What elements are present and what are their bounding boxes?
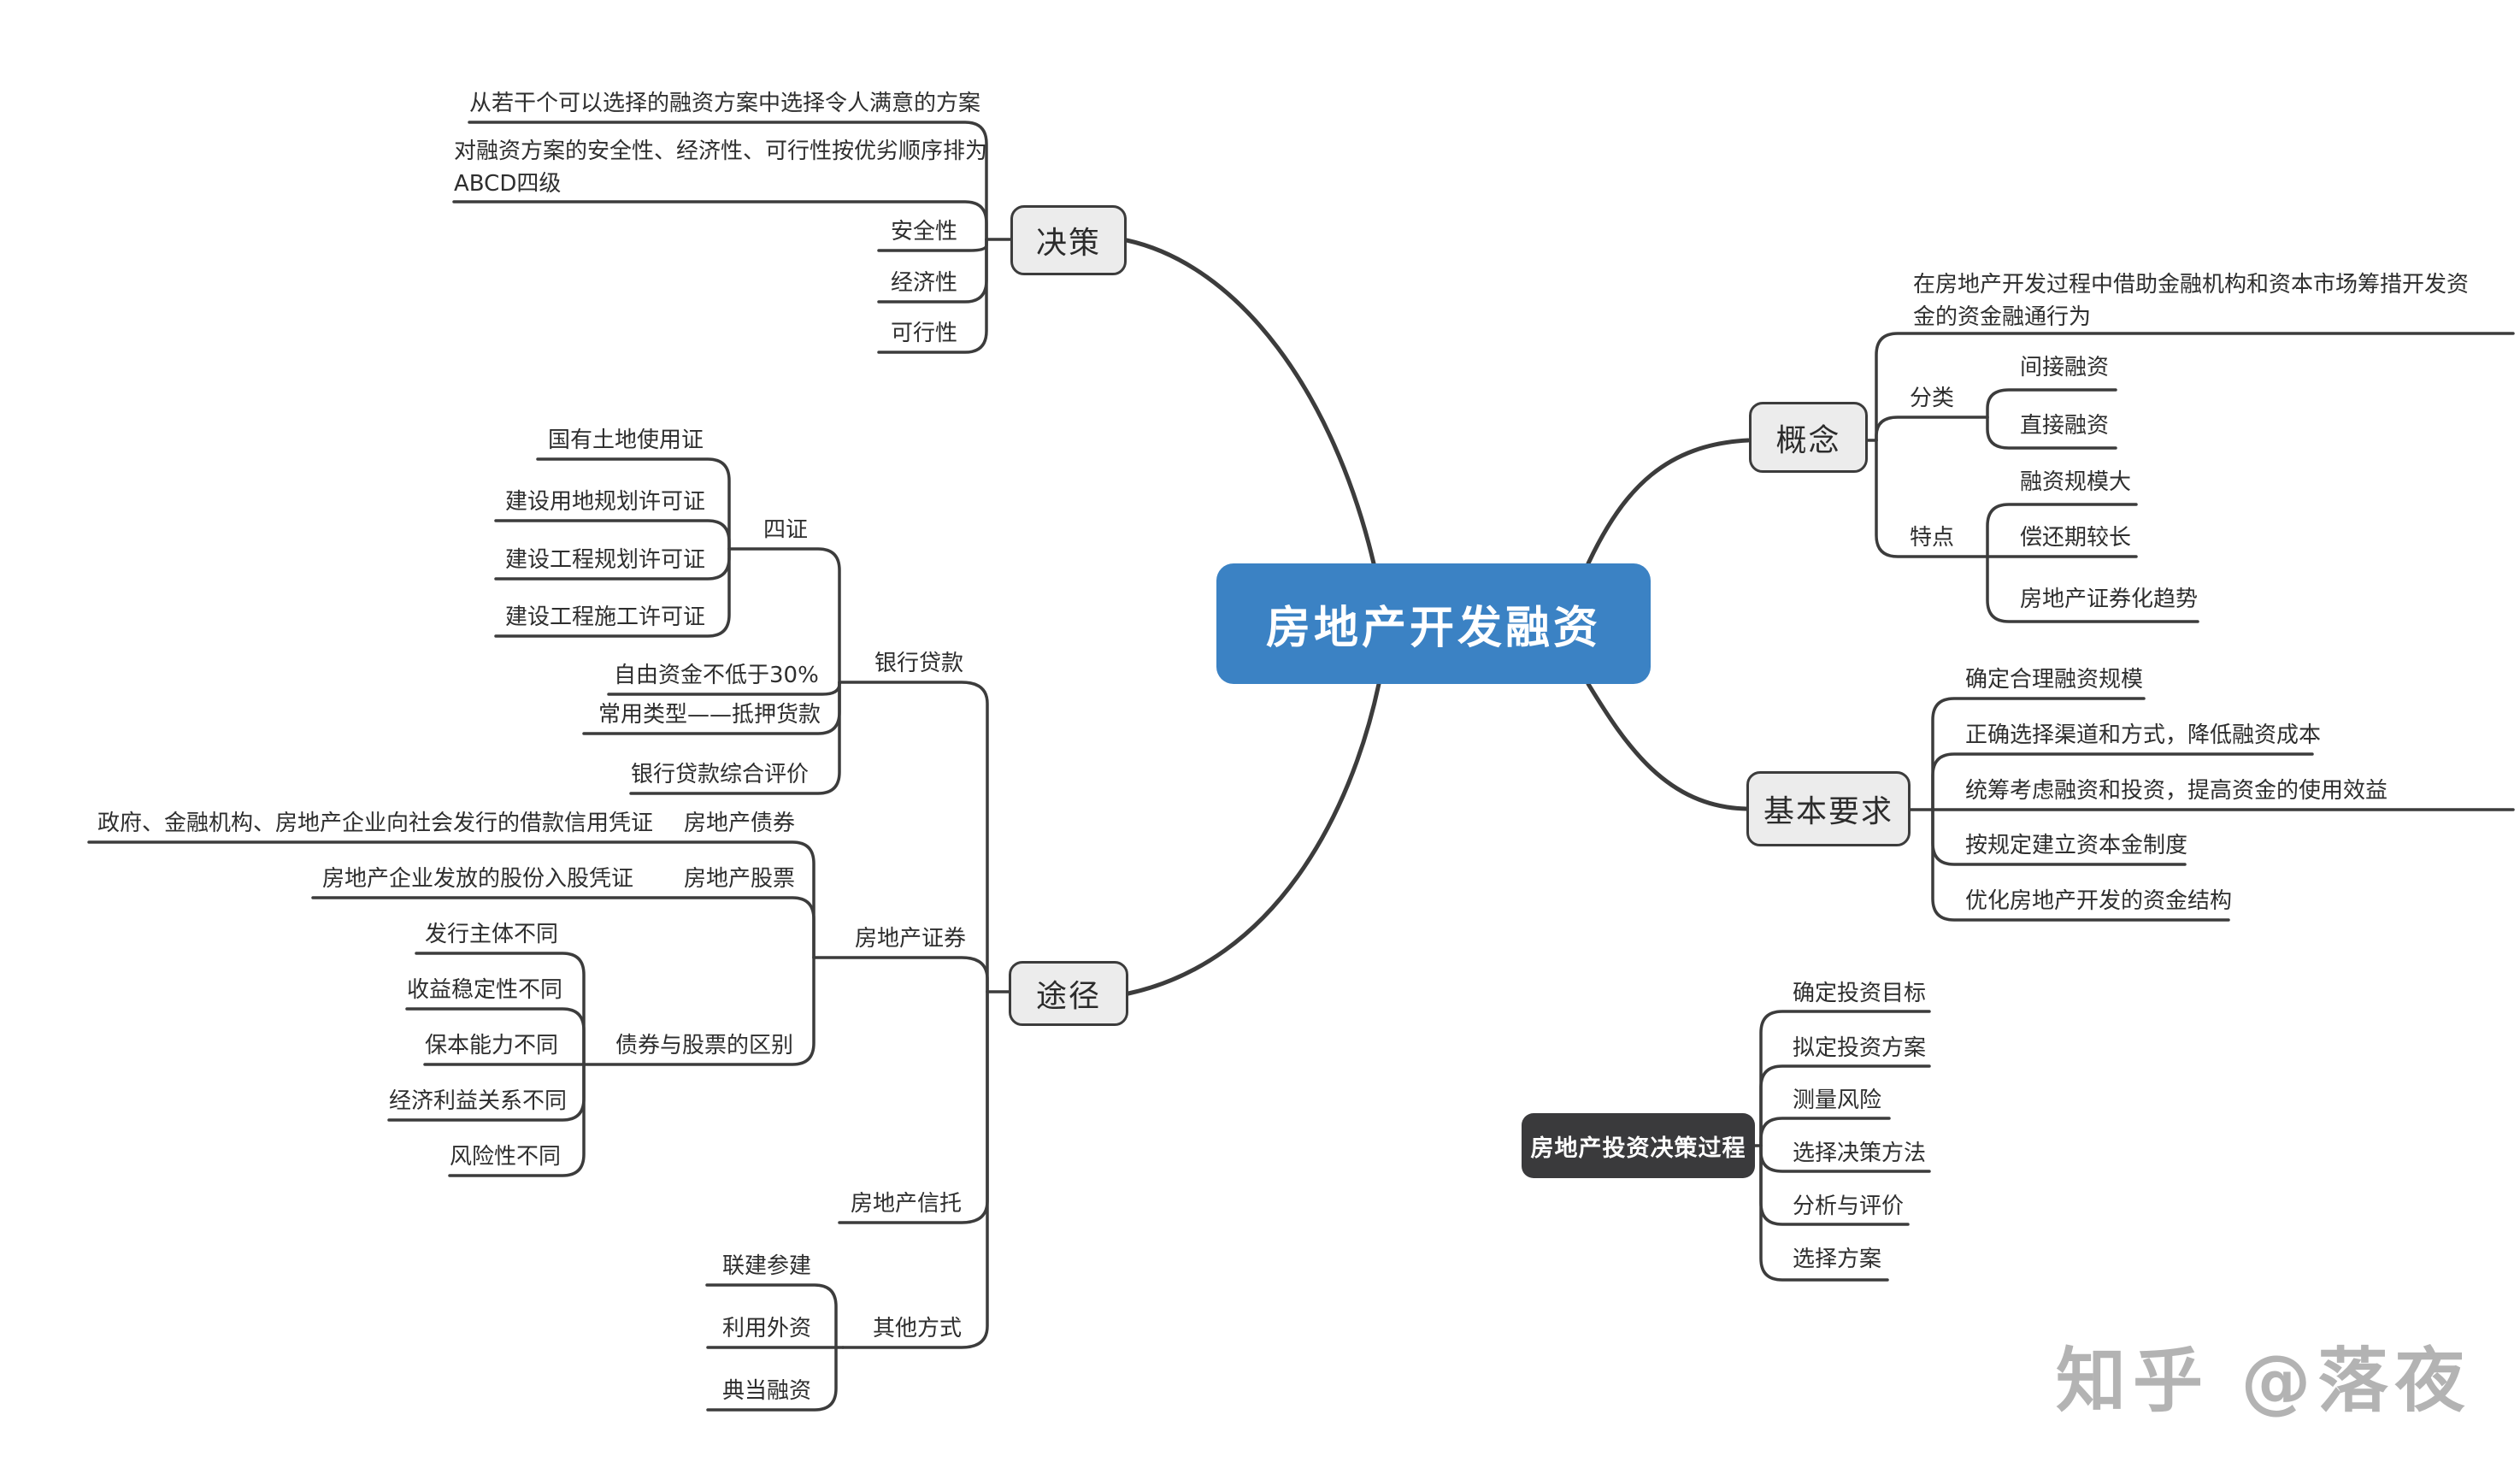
central-topic-node[interactable]: 房地产开发融资 [1216, 563, 1651, 684]
topic-stock-note[interactable]: 房地产企业发放的股份入股凭证 [322, 866, 634, 892]
topic-real-estate-bond[interactable]: 房地产债券 [684, 811, 796, 836]
topic-indirect-financing[interactable]: 间接融资 [2020, 355, 2110, 380]
topic-process-step-1[interactable]: 确定投资目标 [1793, 981, 1927, 1006]
topic-features[interactable]: 特点 [1910, 525, 1955, 551]
topic-real-estate-securities[interactable]: 房地产证券 [855, 926, 967, 952]
topic-own-funds-30pct[interactable]: 自由资金不低于30% [614, 663, 819, 688]
topic-requirement-3[interactable]: 统筹考虑融资和投资，提高资金的使用效益 [1965, 778, 2388, 804]
topic-difference-capital-protection[interactable]: 保本能力不同 [425, 1033, 559, 1058]
topic-certificate-project-planning[interactable]: 建设工程规划许可证 [505, 547, 706, 573]
topic-process-step-5[interactable]: 分析与评价 [1793, 1194, 1905, 1219]
topic-requirement-2[interactable]: 正确选择渠道和方式，降低融资成本 [1965, 722, 2322, 748]
topic-certificate-construction[interactable]: 建设工程施工许可证 [505, 604, 706, 630]
topic-foreign-capital[interactable]: 利用外资 [722, 1316, 812, 1341]
topic-process-step-6[interactable]: 选择方案 [1793, 1247, 1882, 1272]
topic-decision-note-rank-line2[interactable]: ABCD四级 [454, 171, 562, 197]
topic-classification[interactable]: 分类 [1910, 386, 1955, 411]
topic-real-estate-trust[interactable]: 房地产信托 [851, 1191, 963, 1217]
topic-other-methods[interactable]: 其他方式 [873, 1316, 963, 1341]
topic-decision-note-rank-line1[interactable]: 对融资方案的安全性、经济性、可行性按优劣顺序排为 [454, 139, 988, 164]
topic-concept-definition-line2[interactable]: 金的资金融通行为 [1913, 304, 2092, 330]
topic-requirement-1[interactable]: 确定合理融资规模 [1965, 667, 2144, 693]
topic-requirement-5[interactable]: 优化房地产开发的资金结构 [1965, 888, 2233, 914]
topic-process-step-2[interactable]: 拟定投资方案 [1793, 1035, 1927, 1061]
topic-certificate-land-planning[interactable]: 建设用地规划许可证 [505, 489, 706, 515]
topic-bond-stock-differences[interactable]: 债券与股票的区别 [615, 1033, 794, 1058]
topic-concept-definition-line1[interactable]: 在房地产开发过程中借助金融机构和资本市场筹措开发资 [1913, 272, 2470, 298]
topic-requirement-4[interactable]: 按规定建立资本金制度 [1965, 833, 2188, 858]
topic-difference-issuer[interactable]: 发行主体不同 [425, 922, 559, 947]
topic-process-step-4[interactable]: 选择决策方法 [1793, 1141, 1927, 1166]
topic-bank-loan[interactable]: 银行贷款 [874, 651, 964, 676]
topic-feature-repayment[interactable]: 偿还期较长 [2020, 525, 2132, 551]
branch-node-approaches[interactable]: 途径 [1009, 961, 1128, 1026]
topic-certificate-land-use[interactable]: 国有土地使用证 [548, 427, 704, 453]
topic-four-certificates[interactable]: 四证 [763, 517, 809, 543]
topic-criterion-safety[interactable]: 安全性 [891, 219, 958, 245]
branch-node-investment-process[interactable]: 房地产投资决策过程 [1522, 1113, 1755, 1178]
topic-process-step-3[interactable]: 测量风险 [1793, 1088, 1882, 1113]
topic-real-estate-stock[interactable]: 房地产股票 [684, 866, 796, 892]
topic-criterion-economy[interactable]: 经济性 [891, 270, 958, 296]
branch-node-concept[interactable]: 概念 [1749, 402, 1868, 473]
topic-difference-economic-interest[interactable]: 经济利益关系不同 [389, 1088, 568, 1114]
topic-decision-note-select[interactable]: 从若干个可以选择的融资方案中选择令人满意的方案 [469, 91, 981, 116]
topic-difference-risk[interactable]: 风险性不同 [450, 1144, 562, 1170]
topic-mortgage-loan-type[interactable]: 常用类型——抵押货款 [598, 702, 821, 728]
topic-bank-loan-evaluation[interactable]: 银行贷款综合评价 [631, 762, 810, 787]
topic-feature-scale[interactable]: 融资规模大 [2020, 469, 2132, 495]
topic-direct-financing[interactable]: 直接融资 [2020, 413, 2110, 439]
topic-feature-securitization[interactable]: 房地产证券化趋势 [2020, 587, 2199, 612]
topic-difference-income-stability[interactable]: 收益稳定性不同 [407, 977, 563, 1003]
topic-criterion-feasibility[interactable]: 可行性 [891, 321, 958, 346]
branch-node-decision[interactable]: 决策 [1010, 205, 1127, 275]
branch-node-basic-requirements[interactable]: 基本要求 [1746, 771, 1911, 846]
topic-pawn-financing[interactable]: 典当融资 [722, 1378, 812, 1404]
topic-bond-note[interactable]: 政府、金融机构、房地产企业向社会发行的借款信用凭证 [97, 811, 654, 836]
topic-joint-construction[interactable]: 联建参建 [722, 1253, 812, 1279]
zhihu-watermark: 知乎 @落夜 [2056, 1341, 2472, 1422]
